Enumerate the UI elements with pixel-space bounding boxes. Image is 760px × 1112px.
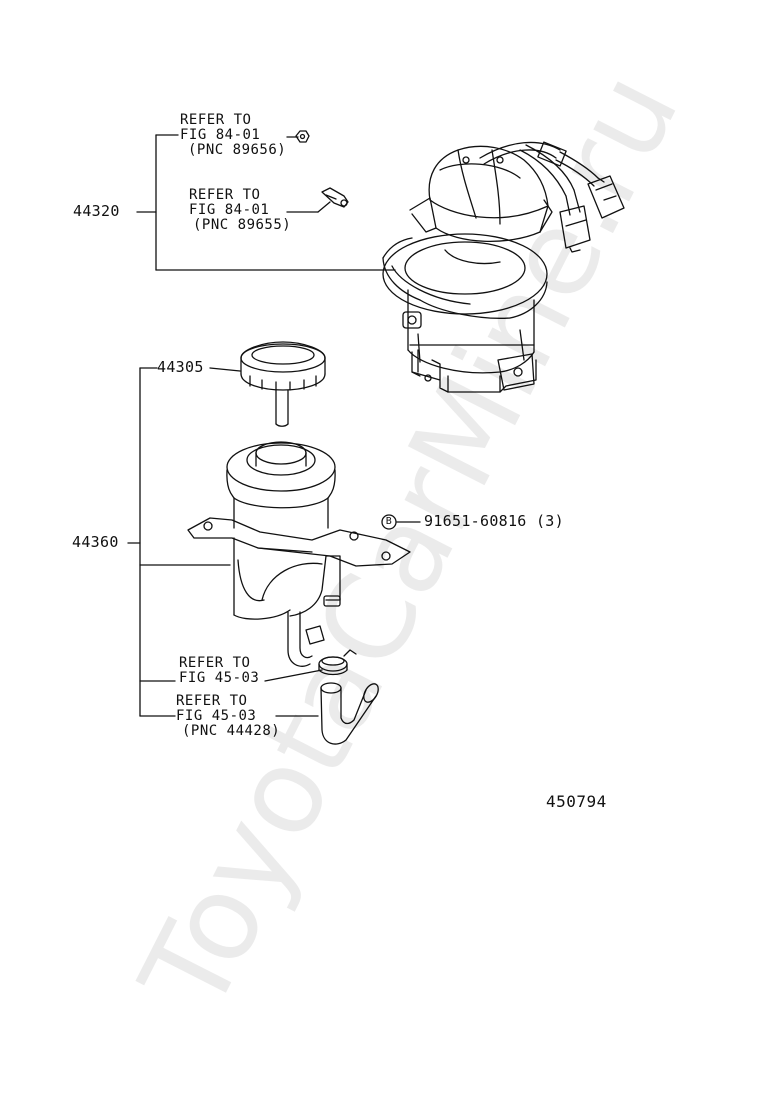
ref3-line2: FIG 45-03	[179, 670, 260, 686]
part-number-reservoir[interactable]: 44360	[72, 533, 119, 551]
ref1-line3: (PNC 89656)	[188, 142, 287, 158]
small-nut	[295, 130, 310, 143]
ref3-line1: REFER TO	[179, 655, 251, 671]
elbow-hose	[320, 682, 379, 745]
illustration-number: 450794	[546, 792, 607, 811]
bolt-symbol: B	[385, 516, 393, 527]
ref1-line1: REFER TO	[180, 112, 252, 128]
bolt-symbol-circle	[381, 514, 397, 530]
reservoir-tank	[187, 441, 411, 667]
hose-clamp	[318, 649, 357, 676]
ref2-line2: FIG 84-01	[189, 202, 270, 218]
ref2-line3: (PNC 89655)	[193, 217, 292, 233]
part-number-bolt[interactable]: 91651-60816 (3)	[424, 512, 564, 530]
pump-assembly	[382, 141, 625, 393]
part-number-cap[interactable]: 44305	[157, 358, 204, 376]
ref2-line1: REFER TO	[189, 187, 261, 203]
ref1-line2: FIG 84-01	[180, 127, 261, 143]
ref4-line2: FIG 45-03	[176, 708, 257, 724]
ref4-line3: (PNC 44428)	[182, 723, 281, 739]
leader-lines	[127, 134, 421, 717]
connector-clip	[317, 187, 349, 213]
reservoir-cap	[240, 341, 326, 427]
part-number-pump[interactable]: 44320	[73, 202, 120, 220]
ref4-line1: REFER TO	[176, 693, 248, 709]
